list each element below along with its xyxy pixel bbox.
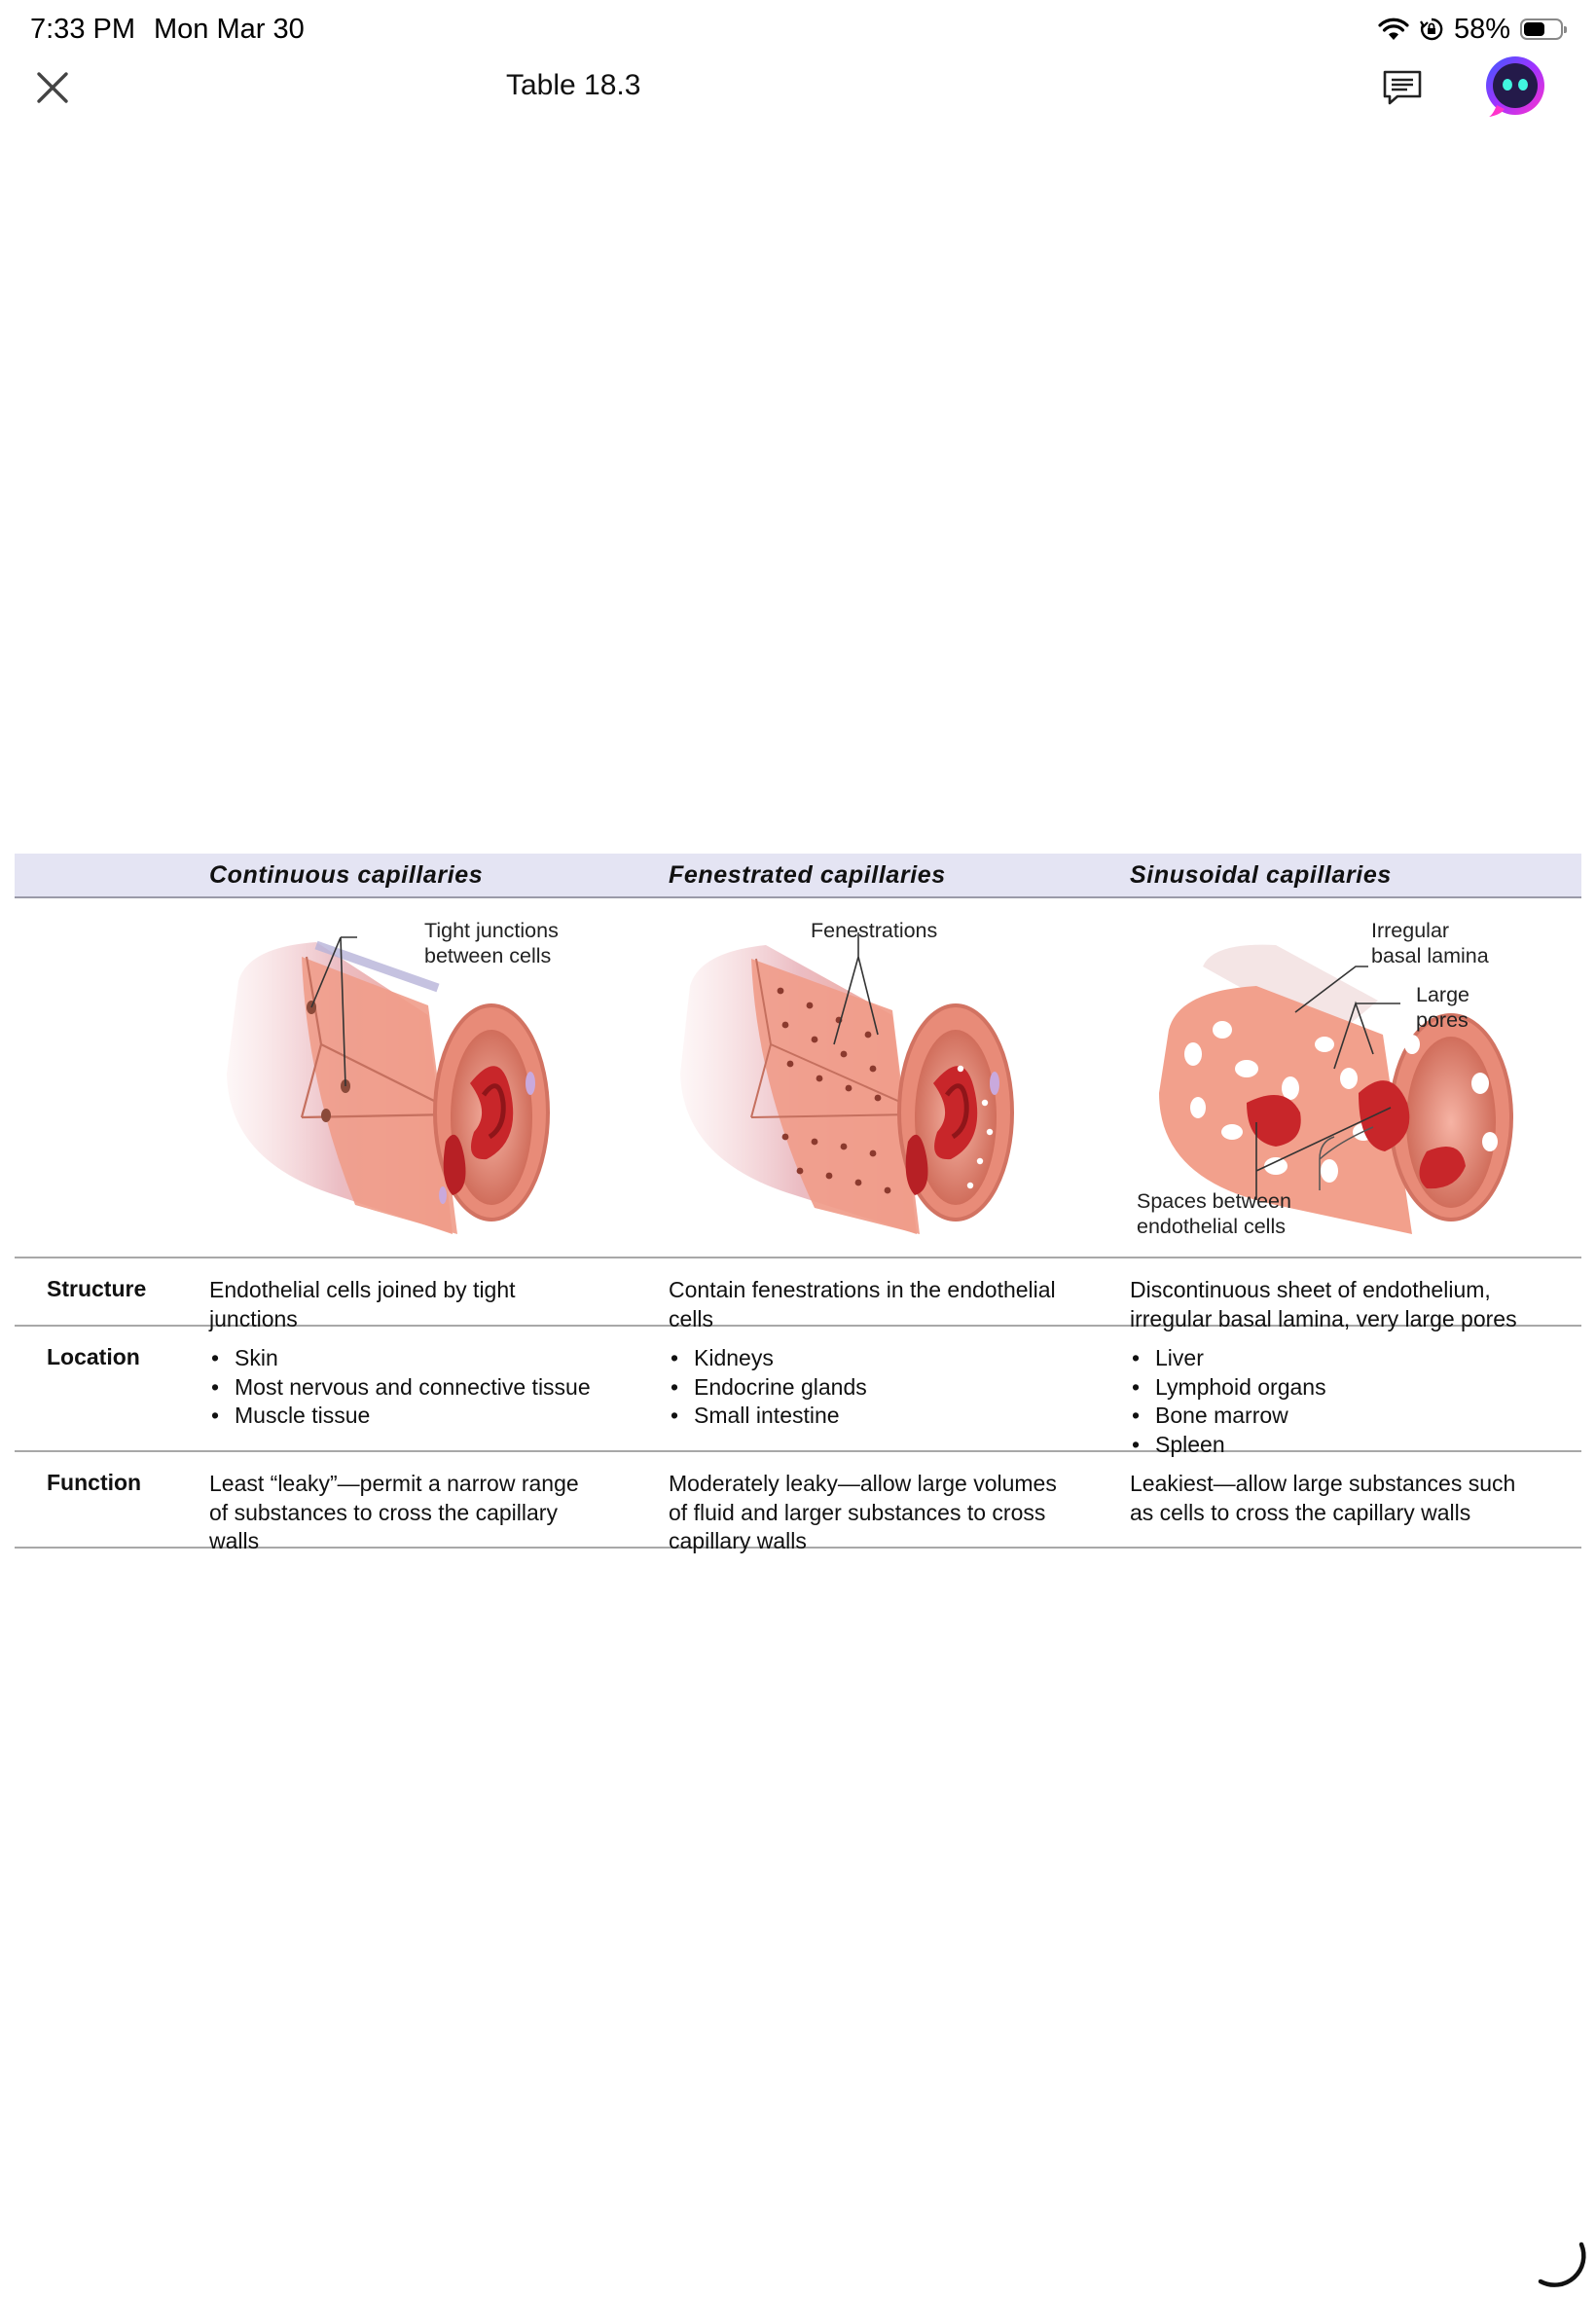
cell-location-fenestrated: Kidneys Endocrine glands Small intestine — [669, 1344, 1097, 1431]
sinusoidal-capillary-image — [1159, 944, 1513, 1234]
cell-line: walls — [209, 1528, 260, 1553]
page-title: Table 18.3 — [506, 69, 641, 101]
list-item: Skin — [209, 1344, 637, 1373]
label-between-cells: between cells — [424, 944, 552, 967]
close-button[interactable] — [29, 64, 76, 111]
list-item: Most nervous and connective tissue — [209, 1373, 637, 1403]
cell-line: cells — [669, 1305, 714, 1331]
row-label-function: Function — [47, 1470, 142, 1495]
label-spaces-between: Spaces between — [1137, 1189, 1291, 1213]
cell-line: as cells to cross the capillary walls — [1130, 1499, 1471, 1525]
fenestrated-capillary-illustration: Fenestrations — [669, 898, 1126, 1257]
table-row-structure: Structure Endothelial cells joined by ti… — [15, 1258, 1581, 1331]
assistant-button[interactable] — [1483, 55, 1547, 119]
heading-sinusoidal: Sinusoidal capillaries — [1130, 861, 1392, 889]
cell-line: of substances to cross the capillary — [209, 1499, 558, 1525]
cell-line: junctions — [209, 1305, 298, 1331]
cell-line: Moderately leaky—allow large volumes — [669, 1471, 1057, 1496]
list-item: Lymphoid organs — [1130, 1373, 1558, 1403]
status-bar: 7:33 PM Mon Mar 30 58% — [0, 0, 1596, 60]
list-item: Small intestine — [669, 1402, 1097, 1431]
table-row-function: Function Least “leaky”—permit a narrow r… — [15, 1452, 1581, 1553]
cell-line: Endothelial cells joined by tight — [209, 1277, 516, 1302]
row-label-structure: Structure — [47, 1276, 147, 1301]
label-tight-junctions: Tight junctions — [424, 919, 559, 942]
label-endothelial-cells: endothelial cells — [1137, 1215, 1286, 1238]
status-date: Mon Mar 30 — [154, 14, 305, 45]
cell-structure-continuous: Endothelial cells joined by tight juncti… — [209, 1276, 637, 1333]
table-header-row: Continuous capillaries Fenestrated capil… — [15, 854, 1581, 898]
comment-button[interactable] — [1380, 66, 1425, 111]
cell-function-fenestrated: Moderately leaky—allow large volumes of … — [669, 1470, 1097, 1556]
list-item: Liver — [1130, 1344, 1558, 1373]
comment-icon — [1383, 70, 1422, 105]
wifi-icon — [1378, 18, 1409, 40]
illustration-row: Tight junctions between cells — [15, 898, 1581, 1258]
label-irregular: Irregular — [1371, 919, 1450, 942]
heading-continuous: Continuous capillaries — [209, 861, 484, 889]
table-row-location: Location Skin Most nervous and connectiv… — [15, 1327, 1581, 1459]
list-item: Endocrine glands — [669, 1373, 1097, 1403]
list-item: Spleen — [1130, 1431, 1558, 1460]
list-item: Bone marrow — [1130, 1402, 1558, 1431]
label-large: Large — [1416, 983, 1469, 1006]
capillary-table: Continuous capillaries Fenestrated capil… — [15, 854, 1581, 1553]
label-pores: pores — [1416, 1008, 1469, 1032]
list-item: Muscle tissue — [209, 1402, 637, 1431]
cell-location-sinusoidal: Liver Lymphoid organs Bone marrow Spleen — [1130, 1344, 1558, 1459]
cell-line: Leakiest—allow large substances such — [1130, 1471, 1516, 1496]
assistant-avatar-icon — [1486, 56, 1544, 117]
battery-percent: 58% — [1453, 13, 1510, 45]
label-basal-lamina: basal lamina — [1371, 944, 1489, 967]
status-time: 7:33 PM — [30, 14, 135, 45]
fenestrated-capillary-image — [680, 932, 1014, 1234]
battery-fill — [1524, 22, 1544, 36]
continuous-capillary-image — [227, 936, 550, 1234]
cell-location-continuous: Skin Most nervous and connective tissue … — [209, 1344, 637, 1431]
cell-line: Discontinuous sheet of endothelium, — [1130, 1277, 1491, 1302]
loading-spinner-icon — [1538, 2242, 1586, 2287]
continuous-capillary-illustration: Tight junctions between cells — [209, 898, 667, 1257]
row-label-location: Location — [47, 1344, 140, 1369]
cell-structure-fenestrated: Contain fenestrations in the endothelial… — [669, 1276, 1097, 1333]
cell-function-continuous: Least “leaky”—permit a narrow range of s… — [209, 1470, 637, 1556]
cell-line: Contain fenestrations in the endothelial — [669, 1277, 1056, 1302]
orientation-lock-icon — [1420, 18, 1443, 41]
cell-structure-sinusoidal: Discontinuous sheet of endothelium, irre… — [1130, 1276, 1558, 1333]
status-right: 58% — [1378, 12, 1567, 47]
cell-line: Least “leaky”—permit a narrow range — [209, 1471, 579, 1496]
sinusoidal-capillary-illustration: Irregular basal lamina Large pores Space… — [1130, 898, 1587, 1257]
heading-fenestrated: Fenestrated capillaries — [669, 861, 946, 889]
cell-function-sinusoidal: Leakiest—allow large substances such as … — [1130, 1470, 1558, 1527]
list-item: Kidneys — [669, 1344, 1097, 1373]
battery-icon — [1520, 18, 1567, 40]
cell-line: irregular basal lamina, very large pores — [1130, 1305, 1517, 1331]
label-fenestrations: Fenestrations — [811, 919, 938, 942]
cell-line: capillary walls — [669, 1528, 807, 1553]
cell-line: of fluid and larger substances to cross — [669, 1499, 1046, 1525]
close-icon — [37, 72, 68, 103]
